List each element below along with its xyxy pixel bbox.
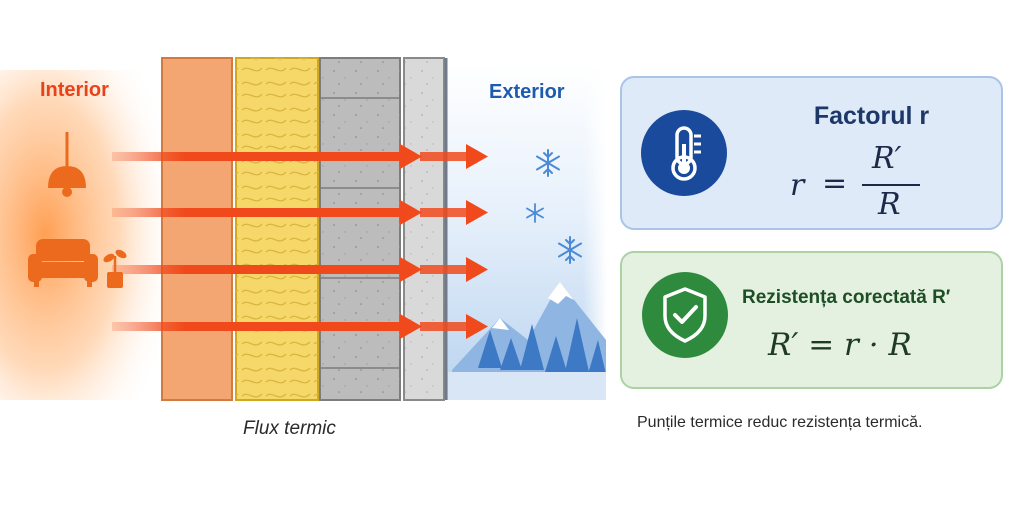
shield-badge <box>642 272 728 358</box>
heat-flow-diagram <box>0 57 607 401</box>
snowflake-icon <box>558 236 582 264</box>
plant-icon <box>103 249 127 288</box>
heat-arrow <box>112 257 488 282</box>
exterior-label: Exterior <box>489 81 565 103</box>
heat-arrow <box>112 144 488 169</box>
shield-check-icon <box>663 287 707 343</box>
ceiling-lamp-icon <box>48 132 86 197</box>
snowflake-icon <box>536 149 560 177</box>
heat-flow-arrows <box>112 144 488 339</box>
snowflake-icon <box>526 203 544 223</box>
pine-trees-icon <box>478 318 606 374</box>
corrected-resistance-card: Rezistența corectată R′ R′ = r · R <box>620 251 1003 389</box>
sofa-icon <box>28 239 98 287</box>
factor-r-title: Factorul r <box>813 102 930 130</box>
fraction-numerator: R′ <box>872 141 902 176</box>
factor-r-formula: r = R′ R <box>790 141 990 225</box>
interior-warm-zone <box>0 70 180 400</box>
corrected-resistance-formula: R′ = r · R <box>768 327 912 363</box>
wall-section <box>161 57 448 401</box>
factor-r-card: Factorul r r = R′ R <box>620 76 1003 230</box>
heat-flux-caption: Flux termic <box>243 418 336 439</box>
interior-label: Interior <box>40 79 109 101</box>
thermometer-badge <box>641 110 727 196</box>
fraction-denominator: R <box>878 187 901 222</box>
fraction-bar <box>862 184 920 186</box>
thermal-bridge-note: Punțile termice reduc rezistența termică… <box>637 414 923 431</box>
heat-arrow <box>112 314 488 339</box>
wall-layer-plaster <box>161 57 233 401</box>
formula-lhs: r <box>790 168 805 203</box>
heat-arrow <box>112 200 488 225</box>
thermometer-icon <box>671 126 701 181</box>
corrected-resistance-title: Rezistența corectată R′ <box>742 287 951 308</box>
formula-equals: = <box>822 166 848 201</box>
